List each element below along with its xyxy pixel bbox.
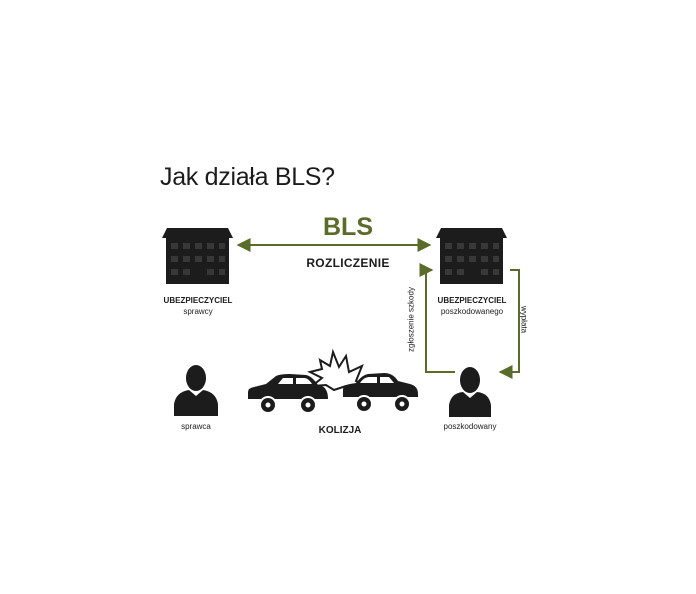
insurer-left-name: UBEZPIECZYCIEL [163,296,233,305]
insurer-right-name: UBEZPIECZYCIEL [437,296,507,305]
page-title: Jak działa BLS? [160,163,335,191]
victim-label: poszkodowany [443,422,497,431]
insurer-left-label: UBEZPIECZYCIEL sprawcy [150,295,246,317]
collision-burst-icon [307,348,372,393]
claim-arrow [419,263,455,373]
settlement-label: ROZLICZENIE [306,256,390,270]
building-right-icon [436,228,507,284]
insurer-right-sub: poszkodowanego [440,307,504,316]
car-left-icon [248,374,328,414]
building-left-icon [162,228,233,284]
perpetrator-person-icon [174,365,218,416]
payout-arrow [498,269,520,379]
collision-label: KOLIZJA [318,425,362,436]
bls-label: BLS [323,213,373,241]
insurer-right-label: UBEZPIECZYCIEL poszkodowanego [424,295,520,317]
payout-label: wypłata [519,305,529,334]
victim-person-icon [449,367,491,417]
insurer-left-sub: sprawcy [183,307,213,316]
car-right-icon [343,373,418,413]
perpetrator-label: sprawca [181,422,211,431]
claim-label: zgłoszenie szkody [406,287,416,352]
